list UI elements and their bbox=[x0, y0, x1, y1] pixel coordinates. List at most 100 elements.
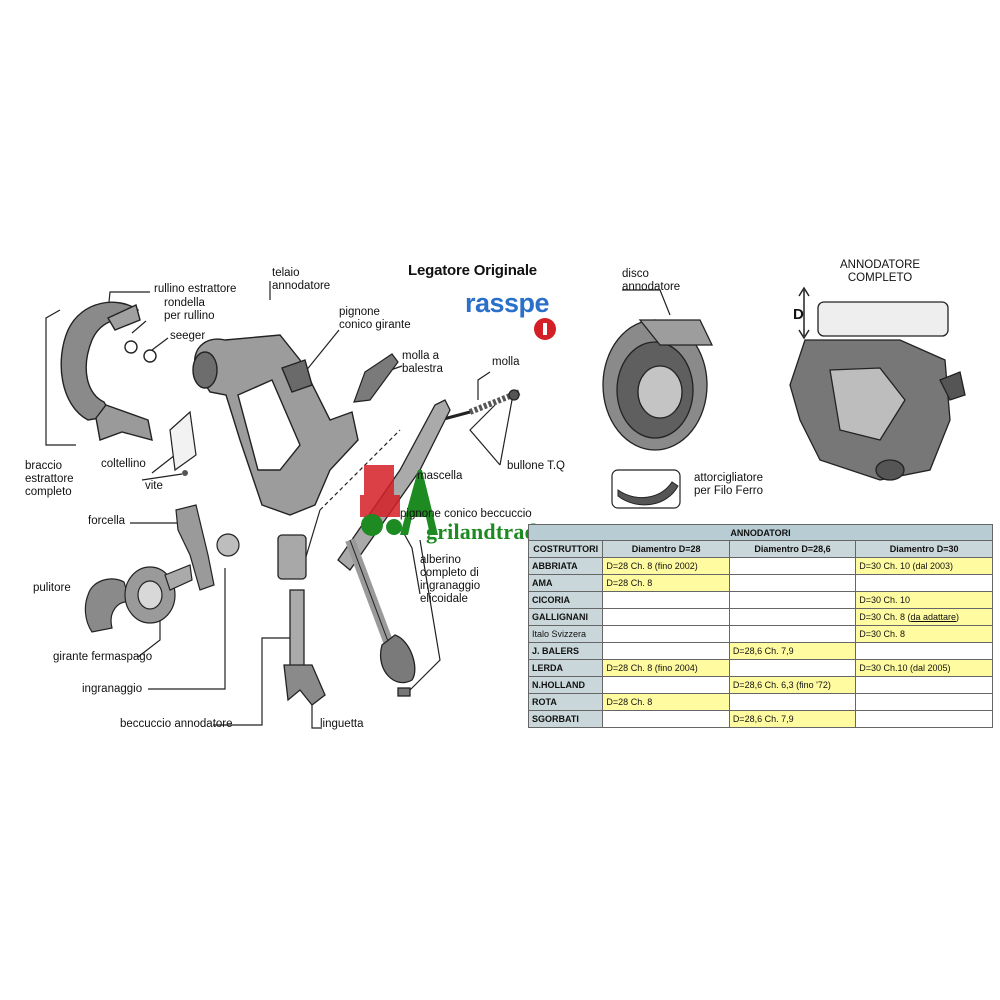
leader-line bbox=[469, 404, 501, 466]
table-cell bbox=[728, 608, 857, 626]
leader-line bbox=[304, 509, 321, 561]
table-header: Diamentro D=28 bbox=[602, 540, 730, 558]
table-cell: D=30 Ch. 10 bbox=[855, 591, 993, 609]
label-mascella: mascella bbox=[417, 470, 463, 482]
knotter-compatibility-table: ANNODATORI COSTRUTTORI Diamentro D=28 Di… bbox=[527, 524, 993, 728]
table-row: N.HOLLAND D=28,6 Ch. 6,3 (fino '72) bbox=[527, 676, 993, 694]
label-ingranaggio: ingranaggio bbox=[82, 683, 143, 695]
row-name: AMA bbox=[527, 574, 604, 592]
leader-line bbox=[409, 539, 441, 691]
row-name: ROTA bbox=[527, 693, 604, 711]
row-name: ABBRIATA bbox=[527, 557, 604, 575]
label-pulitore: pulitore bbox=[33, 582, 71, 594]
label-coltellino: coltellino bbox=[101, 458, 146, 470]
label-attorcigliatore: attorcigliatore per Filo Ferro bbox=[694, 472, 764, 497]
leader-line bbox=[401, 529, 421, 595]
leaf-spring-part bbox=[353, 353, 399, 403]
table-cell bbox=[855, 574, 993, 592]
label-braccio-estrattore: braccio estrattore completo bbox=[25, 460, 74, 498]
label-pignone-beccuccio: pignone conico beccuccio bbox=[400, 508, 532, 520]
leader-line bbox=[148, 568, 226, 690]
table-cell bbox=[855, 642, 993, 660]
row-name: LERDA bbox=[527, 659, 604, 677]
label-dimension-d: D bbox=[793, 306, 804, 323]
brand-logo-mark bbox=[534, 318, 556, 340]
table-row: SGORBATI D=28,6 Ch. 7,9 bbox=[527, 710, 993, 728]
label-rullino-estrattore: rullino estrattore bbox=[154, 283, 237, 295]
row-name: Italo Svizzera bbox=[527, 625, 604, 643]
leader-line bbox=[304, 329, 340, 373]
complete-knotter-tube bbox=[817, 301, 949, 337]
table-cell: D=28 Ch. 8 bbox=[602, 693, 730, 711]
small-knife-part bbox=[169, 410, 197, 472]
table-row: LERDA D=28 Ch. 8 (fino 2004) D=30 Ch.10 … bbox=[527, 659, 993, 677]
leader-line bbox=[499, 399, 513, 466]
table-cell bbox=[855, 693, 993, 711]
label-bullone: bullone T.Q bbox=[507, 460, 565, 472]
row-name: GALLIGNANI bbox=[527, 608, 604, 626]
leader-line bbox=[45, 309, 76, 446]
bill-hook-part bbox=[277, 534, 307, 580]
table-cell: D=28,6 Ch. 6,3 (fino '72) bbox=[728, 676, 857, 694]
table-cell bbox=[855, 676, 993, 694]
label-molla: molla bbox=[492, 356, 520, 368]
table-cell: D=30 Ch. 8 (da adattare) bbox=[855, 608, 993, 626]
label-seeger: seeger bbox=[170, 330, 206, 342]
table-row: Italo Svizzera D=30 Ch. 8 bbox=[527, 625, 993, 643]
table-cell: D=30 Ch. 10 (dal 2003) bbox=[855, 557, 993, 575]
table-row: AMA D=28 Ch. 8 bbox=[527, 574, 993, 592]
gear-part bbox=[216, 533, 240, 557]
pinion-part bbox=[281, 359, 313, 393]
leader-line bbox=[141, 473, 183, 481]
row-name: SGORBATI bbox=[527, 710, 604, 728]
helical-gear-part bbox=[379, 634, 416, 684]
leader-line bbox=[622, 289, 671, 316]
diagram-title: Legatore Originale bbox=[408, 262, 537, 279]
extractor-arm-part bbox=[60, 301, 140, 421]
label-disco-annodatore: disco annodatore bbox=[622, 268, 681, 293]
leader-line bbox=[137, 615, 161, 658]
table-row: ROTA D=28 Ch. 8 bbox=[527, 693, 993, 711]
table-cell bbox=[728, 557, 857, 575]
table-cell bbox=[728, 693, 857, 711]
row-name: N.HOLLAND bbox=[527, 676, 604, 694]
table-cell bbox=[602, 591, 730, 609]
label-rondella: rondella per rullino bbox=[164, 297, 215, 322]
row-name: CICORIA bbox=[527, 591, 604, 609]
label-molla-a-balestra: molla a balestra bbox=[402, 350, 443, 375]
leader-line bbox=[151, 337, 169, 351]
label-vite: vite bbox=[145, 480, 163, 492]
table-header: COSTRUTTORI bbox=[527, 540, 604, 558]
table-cell bbox=[602, 642, 730, 660]
row-name: J. BALERS bbox=[527, 642, 604, 660]
leader-line bbox=[213, 637, 296, 726]
wire-twister-part bbox=[617, 481, 679, 506]
table-cell: D=28,6 Ch. 7,9 bbox=[728, 710, 857, 728]
table-cell: D=28 Ch. 8 (fino 2002) bbox=[602, 557, 730, 575]
leader-line bbox=[311, 700, 322, 729]
label-forcella: forcella bbox=[88, 515, 126, 527]
leader-line bbox=[477, 371, 491, 400]
table-row: ABBRIATA D=28 Ch. 8 (fino 2002) D=30 Ch.… bbox=[527, 557, 993, 575]
cleaner-part bbox=[84, 578, 131, 633]
spring-part bbox=[468, 389, 522, 415]
table-cell bbox=[728, 591, 857, 609]
watermark-logo bbox=[360, 465, 438, 536]
table-cell bbox=[602, 625, 730, 643]
table-cell bbox=[728, 659, 857, 677]
table-header: Diamentro D=28,6 bbox=[728, 540, 857, 558]
table-cell bbox=[855, 710, 993, 728]
table-caption: ANNODATORI bbox=[528, 524, 993, 541]
table-cell: D=28,6 Ch. 7,9 bbox=[728, 642, 857, 660]
table-header: Diamentro D=30 bbox=[855, 540, 993, 558]
label-girante-fermaspago: girante fermaspago bbox=[53, 651, 153, 663]
leader-line bbox=[151, 454, 176, 474]
table-cell: D=30 Ch. 8 bbox=[855, 625, 993, 643]
table-cell bbox=[602, 710, 730, 728]
leader-line bbox=[319, 429, 401, 511]
table-cell: D=28 Ch. 8 bbox=[602, 574, 730, 592]
label-linguetta: linguetta bbox=[320, 718, 364, 730]
table-cell bbox=[602, 608, 730, 626]
table-row: J. BALERS D=28,6 Ch. 7,9 bbox=[527, 642, 993, 660]
